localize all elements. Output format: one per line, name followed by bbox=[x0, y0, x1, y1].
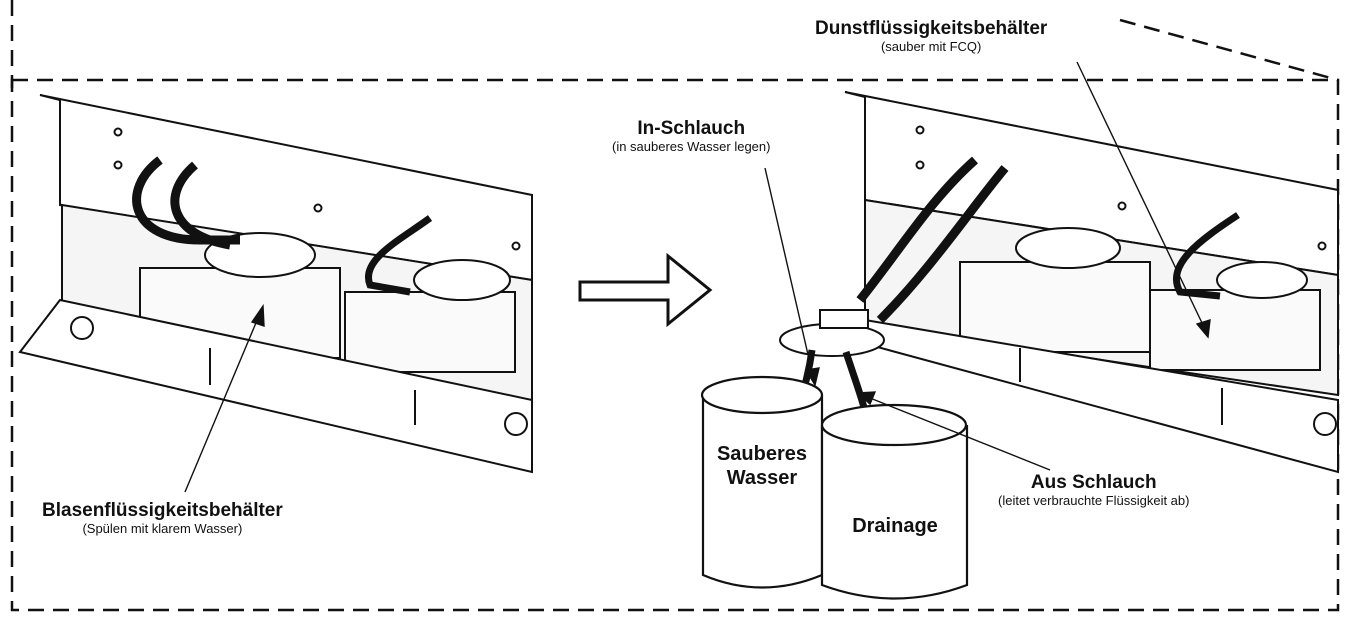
left-screw-1 bbox=[70, 316, 94, 340]
left-cap-haze bbox=[413, 259, 511, 301]
bladder-tank-title: Blasenflüssigkeitsbehälter bbox=[42, 500, 283, 521]
out-hose-title: Aus Schlauch bbox=[1030, 472, 1157, 493]
right-tank-haze bbox=[1149, 289, 1321, 371]
cap-connector bbox=[819, 309, 869, 329]
drainage-rim bbox=[820, 403, 968, 447]
right-hose-b bbox=[876, 165, 1009, 324]
left-bottom-rail bbox=[18, 298, 533, 474]
direction-arrow bbox=[578, 252, 713, 328]
haze-tank-note: (sauber mit FCQ) bbox=[880, 38, 982, 54]
in-hose-note: (in sauberes Wasser legen) bbox=[612, 138, 771, 154]
drainage-bucket bbox=[820, 425, 969, 600]
right-cap-haze bbox=[1216, 261, 1308, 299]
left-machine bbox=[18, 94, 533, 474]
right-hole-1 bbox=[915, 125, 925, 135]
left-hole-4 bbox=[511, 241, 521, 251]
left-screw-2 bbox=[504, 412, 528, 436]
right-leaders bbox=[764, 61, 1211, 471]
left-hole-3 bbox=[313, 203, 323, 213]
haze-tank-label: Dunstflüssigkeitsbehälter (sauber mit FC… bbox=[815, 18, 1047, 55]
left-hose-a bbox=[132, 156, 240, 245]
haze-tank-title: Dunstflüssigkeitsbehälter bbox=[815, 18, 1048, 39]
right-hose-c bbox=[1173, 212, 1240, 300]
right-open-neck bbox=[1015, 227, 1121, 269]
right-machine bbox=[779, 91, 1339, 474]
right-hole-2 bbox=[915, 160, 925, 170]
left-hose-b bbox=[170, 161, 231, 250]
right-screw bbox=[1313, 412, 1337, 436]
right-hole-3 bbox=[1117, 201, 1127, 211]
buckets bbox=[700, 375, 969, 600]
clean-water-line2: Wasser bbox=[726, 467, 798, 489]
left-hole-1 bbox=[113, 127, 123, 137]
clean-water-line1: Sauberes bbox=[716, 443, 808, 465]
left-hose-c bbox=[364, 215, 433, 296]
bladder-tank-note: (Spülen mit klarem Wasser) bbox=[82, 520, 243, 536]
bladder-tank-label: Blasenflüssigkeitsbehälter (Spülen mit k… bbox=[42, 500, 283, 537]
drainage-line1: Drainage bbox=[852, 515, 938, 537]
left-tank-haze bbox=[344, 291, 516, 373]
clean-water-bucket bbox=[701, 395, 824, 589]
right-hole-4 bbox=[1317, 241, 1327, 251]
right-hose-a bbox=[856, 156, 978, 303]
in-hose-label: In-Schlauch (in sauberes Wasser legen) bbox=[612, 118, 770, 155]
out-hose-note: (leitet verbrauchte Flüssigkeit ab) bbox=[998, 492, 1190, 508]
clean-water-label: Sauberes Wasser bbox=[706, 442, 818, 490]
out-hose-label: Aus Schlauch (leitet verbrauchte Flüssig… bbox=[998, 472, 1189, 509]
clean-water-rim bbox=[700, 375, 824, 415]
right-tank-bladder bbox=[959, 261, 1151, 353]
bladder-leader bbox=[184, 303, 265, 493]
drainage-label: Drainage bbox=[826, 514, 964, 538]
left-hole-2 bbox=[113, 160, 123, 170]
in-hose-title: In-Schlauch bbox=[637, 118, 746, 139]
